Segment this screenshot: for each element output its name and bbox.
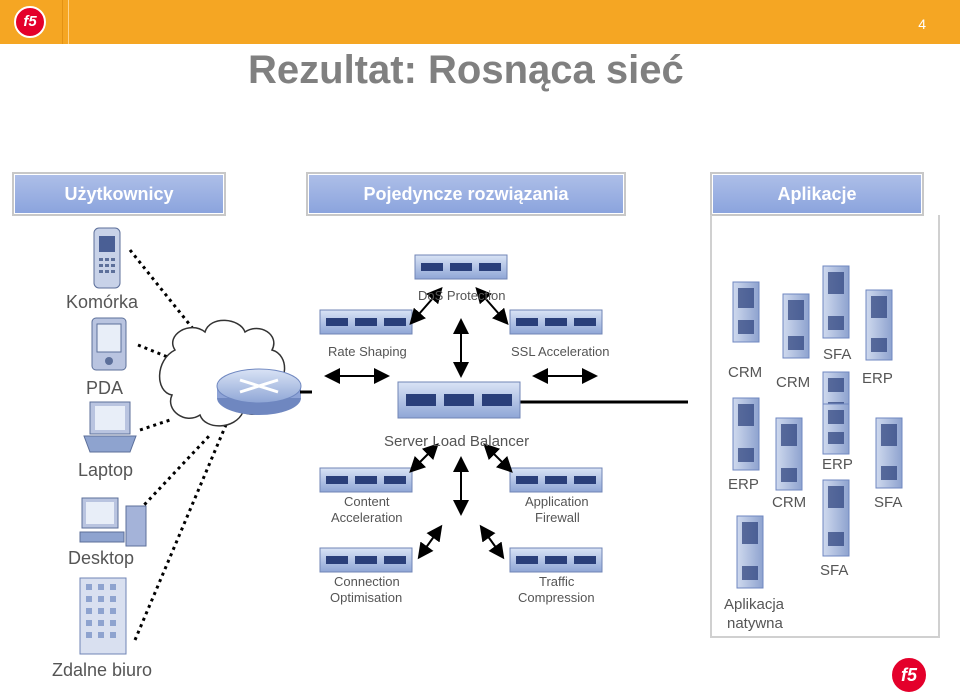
server-icon: [775, 417, 803, 491]
module-label-appfw-2: Firewall: [535, 510, 580, 525]
server-label: CRM: [776, 374, 811, 391]
desktop-icon: [79, 497, 147, 547]
server-icon: [865, 289, 893, 361]
server-icons: [732, 265, 903, 589]
slide-number: 4: [918, 16, 926, 32]
server-label: ERP: [862, 370, 893, 387]
device-label-desktop: Desktop: [68, 548, 135, 568]
switch-conn-icon: [319, 547, 413, 573]
module-label-slb: Server Load Balancer: [384, 433, 530, 450]
server-label: SFA: [823, 346, 852, 363]
device-label-pda: PDA: [86, 378, 124, 398]
router-icon: [216, 368, 302, 415]
switch-slb-icon: [397, 381, 521, 419]
f5-logo-bottom-icon: f5: [890, 656, 928, 694]
module-label-conn-2: Optimisation: [330, 590, 403, 605]
flow-arrows: [324, 286, 598, 560]
device-label-remote: Zdalne biuro: [52, 660, 153, 680]
server-icon: [736, 515, 764, 589]
switch-content-icon: [319, 467, 413, 493]
server-icon: [782, 293, 810, 359]
apps-frame: [710, 215, 940, 638]
top-bar-divider: [68, 0, 69, 44]
server-icon: [732, 281, 760, 343]
module-label-rate: Rate Shaping: [328, 344, 407, 359]
device-links: [128, 249, 230, 641]
device-label-laptop: Laptop: [78, 460, 134, 480]
switch-rate-icon: [319, 309, 413, 335]
device-label-mobile: Komórka: [66, 292, 139, 312]
module-label-traffic-2: Compression: [518, 590, 595, 605]
module-label-conn-1: Connection: [334, 574, 400, 589]
module-label-traffic-1: Traffic: [539, 574, 575, 589]
server-icon: [822, 479, 850, 557]
switch-dos-icon: [414, 254, 508, 280]
server-label: CRM: [728, 364, 763, 381]
switch-traffic-icon: [509, 547, 603, 573]
server-label: SFA: [874, 494, 903, 511]
top-bar: f5 4: [0, 0, 960, 44]
server-label: SFA: [820, 562, 849, 579]
module-label-content-2: Acceleration: [331, 510, 403, 525]
server-icon: [822, 265, 850, 339]
page-title: Rezultat: Rosnąca sieć: [248, 48, 684, 92]
module-label-appfw-1: Application: [525, 494, 589, 509]
column-header-solutions: Pojedyncze rozwiązania: [306, 172, 626, 216]
module-label-ssl: SSL Acceleration: [511, 344, 610, 359]
server-icon: [732, 397, 760, 471]
mobile-phone-icon: [93, 227, 121, 289]
switch-appfw-icon: [509, 467, 603, 493]
office-building-icon: [79, 577, 127, 655]
server-icon: [822, 403, 850, 455]
laptop-icon: [83, 401, 137, 453]
switch-ssl-icon: [509, 309, 603, 335]
server-label-native-1: Aplikacja: [724, 596, 785, 613]
server-icon: [875, 417, 903, 489]
logo-box: f5: [0, 0, 63, 44]
server-label: ERP: [728, 476, 759, 493]
server-label: ERP: [822, 456, 853, 473]
f5-logo-icon: f5: [14, 6, 46, 38]
pda-icon: [91, 317, 127, 371]
column-header-users: Użytkownicy: [12, 172, 226, 216]
server-label-native-2: natywna: [727, 615, 783, 632]
server-label: CRM: [772, 494, 807, 511]
column-header-apps: Aplikacje: [710, 172, 924, 216]
module-label-content-1: Content: [344, 494, 390, 509]
module-label-dos: DoS Protection: [418, 288, 506, 303]
